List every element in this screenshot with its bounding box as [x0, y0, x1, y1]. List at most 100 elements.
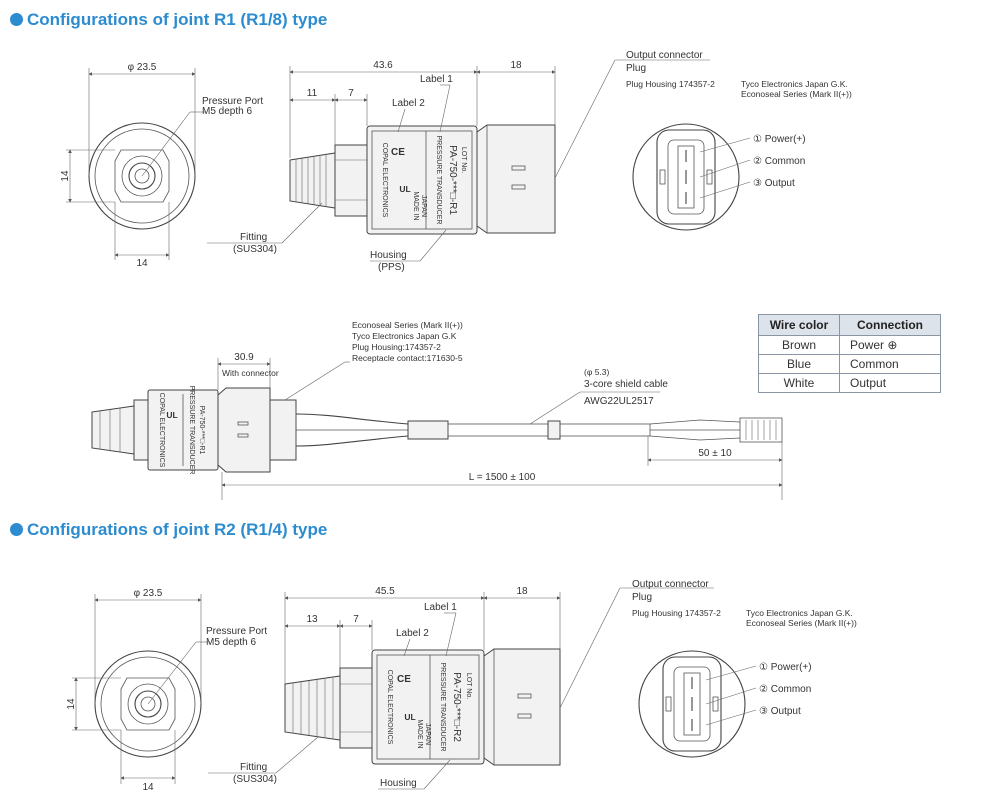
r2-hex-label: 14	[142, 782, 154, 793]
table-row: Brown Power ⊕	[758, 335, 941, 355]
r1-fitting: Fitting	[240, 232, 267, 243]
connection-cell: Common	[839, 354, 941, 374]
r1-height-label: 14	[60, 170, 71, 182]
r2-model-text: PA-750-***□-R2	[451, 672, 462, 742]
r1-port-label: Pressure Port	[202, 96, 263, 107]
r2-dia-label: φ 23.5	[134, 588, 163, 599]
header-wire-color: Wire color	[758, 314, 840, 336]
r1-ul-mark: UL	[399, 184, 410, 194]
r1-dia-label: φ 23.5	[128, 62, 157, 73]
r1-hex-label: 14	[136, 258, 148, 269]
table-row: White Output	[758, 373, 941, 393]
r1-ce-mark: CE	[391, 147, 405, 158]
cable-view: COPAL ELECTRONICS UL PRESSURE TRANSDUCER…	[91, 320, 783, 500]
cable-shield-dia: (φ 5.3)	[584, 367, 610, 377]
r1-plug: Plug	[626, 63, 646, 74]
r1-copal-text: COPAL ELECTRONICS	[381, 143, 388, 218]
cable-awg: AWG22UL2517	[584, 396, 654, 407]
wire-color-cell: Brown	[758, 335, 840, 355]
r2-plug: Plug	[632, 592, 652, 603]
r1-label2: Label 2	[392, 98, 425, 109]
r2-pin1: ① Power(+)	[759, 662, 812, 673]
r2-pin2: ② Common	[759, 684, 811, 695]
cable-total-length: L = 1500 ± 100	[469, 472, 536, 483]
cable-ul: UL	[166, 410, 177, 420]
r2-tyco: Tyco Electronics Japan G.K.	[746, 608, 853, 618]
r2-label1: Label 1	[424, 602, 457, 613]
r2-lot-text: LOT No.	[465, 673, 472, 699]
r2-conn-title: Output connector	[632, 579, 709, 590]
cable-receptacle: Receptacle contact:171630-5	[352, 353, 463, 363]
r2-copal-text: COPAL ELECTRONICS	[386, 670, 393, 745]
r2-total-length: 45.5	[375, 586, 395, 597]
cable-plug-housing: Plug Housing:174357-2	[352, 342, 441, 352]
r1-pin2: ② Common	[753, 156, 805, 167]
r2-pt-text: PRESSURE TRANSDUCER	[439, 663, 446, 752]
section-title-r1: Configurations of joint R1 (R1/8) type	[10, 10, 327, 30]
r2-len-b: 7	[353, 614, 359, 625]
r2-conn-length: 18	[516, 586, 528, 597]
r2-housing: Housing	[380, 778, 417, 789]
r1-lot-text: LOT No.	[460, 147, 467, 173]
r1-pin1: ① Power(+)	[753, 134, 806, 145]
wire-color-cell: Blue	[758, 354, 840, 374]
cable-pt: PRESSURE TRANSDUCER	[188, 386, 195, 475]
r2-front-view: φ 23.5 14 14 Pressure Port M5 depth 6	[66, 588, 267, 793]
r1-econoseal: Econoseal Series (Mark II(+))	[741, 89, 852, 99]
r2-ul-mark: UL	[404, 712, 415, 722]
r1-housing-mat: (PPS)	[378, 262, 405, 273]
header-connection: Connection	[839, 314, 941, 336]
r2-econoseal: Econoseal Series (Mark II(+))	[746, 618, 857, 628]
r2-port-depth: M5 depth 6	[206, 637, 256, 648]
connection-cell: Power ⊕	[839, 335, 941, 355]
table-row: Blue Common	[758, 354, 941, 374]
r2-len-a: 13	[306, 614, 318, 625]
r2-label2: Label 2	[396, 628, 429, 639]
r1-made-in: MADE IN	[412, 191, 419, 220]
r1-pin3: ③ Output	[753, 178, 795, 189]
r2-plug-housing: Plug Housing 174357-2	[632, 608, 721, 618]
cable-conn-length: 30.9	[234, 352, 254, 363]
r2-connector-view: Output connector Plug Plug Housing 17435…	[632, 579, 857, 758]
r1-pt-text: PRESSURE TRANSDUCER	[435, 136, 442, 225]
r1-len-b: 7	[348, 88, 354, 99]
r1-front-view: φ 23.5 14 14 Pressure Port M5 depth 6	[60, 62, 263, 269]
cable-strip-length: 50 ± 10	[698, 448, 732, 459]
r1-connector-view: Output connector Plug Plug Housing 17435…	[626, 50, 852, 231]
wire-color-table: Wire color Connection Brown Power ⊕ Blue…	[758, 314, 941, 393]
section-title-r2: Configurations of joint R2 (R1/4) type	[10, 520, 327, 540]
r2-fitting: Fitting	[240, 762, 267, 773]
r1-port-depth: M5 depth 6	[202, 106, 252, 117]
connection-cell: Output	[839, 373, 941, 393]
r1-tyco: Tyco Electronics Japan G.K.	[741, 79, 848, 89]
r1-len-a: 11	[307, 88, 318, 99]
r1-plug-housing: Plug Housing 174357-2	[626, 79, 715, 89]
cable-model: PA-750-***□-R1	[198, 406, 205, 455]
r2-side-view: CE UL COPAL ELECTRONICS MADE IN JAPAN PR…	[208, 586, 714, 790]
r2-japan: JAPAN	[424, 723, 431, 745]
bullet-dot-icon	[10, 523, 23, 536]
cable-tyco: Tyco Electronics Japan G.K	[352, 331, 457, 341]
r2-pin3: ③ Output	[759, 706, 801, 717]
r1-conn-title: Output connector	[626, 50, 703, 61]
r1-side-view: CE UL COPAL ELECTRONICS MADE IN JAPAN PR…	[207, 59, 710, 273]
bullet-dot-icon	[10, 13, 23, 26]
wire-color-cell: White	[758, 373, 840, 393]
cable-shield-name: 3-core shield cable	[584, 379, 668, 390]
r2-fitting-mat: (SUS304)	[233, 774, 277, 785]
cable-with-connector: With connector	[222, 368, 279, 378]
r2-height-label: 14	[66, 698, 77, 710]
cable-econoseal: Econoseal Series (Mark II(+))	[352, 320, 463, 330]
r1-model-text: PA-750-***□-R1	[447, 145, 458, 215]
r1-fitting-mat: (SUS304)	[233, 244, 277, 255]
r1-label1: Label 1	[420, 74, 453, 85]
r1-japan: JAPAN	[420, 195, 427, 217]
cable-copal: COPAL ELECTRONICS	[158, 393, 165, 468]
r1-total-length: 43.6	[373, 60, 393, 71]
r2-port-label: Pressure Port	[206, 626, 267, 637]
r1-conn-length: 18	[510, 60, 522, 71]
r1-housing: Housing	[370, 250, 407, 261]
r2-made-in: MADE IN	[416, 719, 423, 748]
r2-ce-mark: CE	[397, 674, 411, 685]
